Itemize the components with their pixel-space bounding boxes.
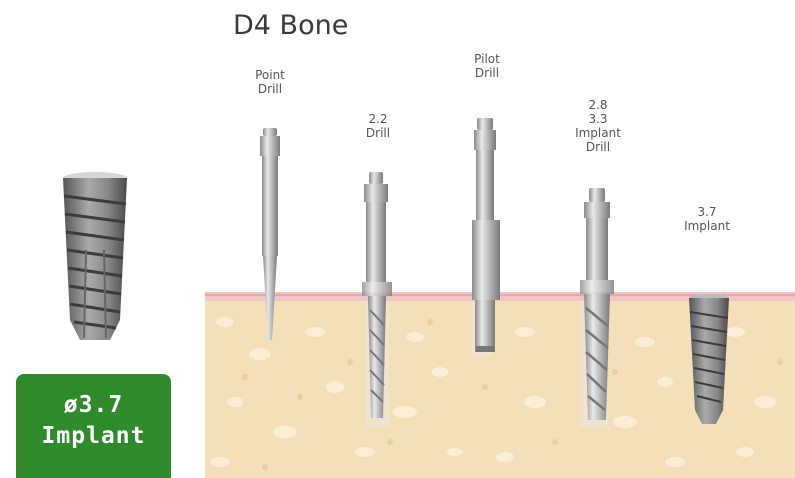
badge-label: Implant <box>16 421 171 452</box>
pilot-drill <box>472 118 500 352</box>
implant-model <box>63 172 127 340</box>
point-drill <box>260 128 280 340</box>
implant-drill <box>580 188 614 420</box>
drill-2-2 <box>362 172 392 418</box>
implant-in-bone <box>689 294 729 424</box>
badge-diameter: ø3.7 <box>16 390 171 421</box>
implant-size-badge: ø3.7 Implant <box>16 374 171 478</box>
